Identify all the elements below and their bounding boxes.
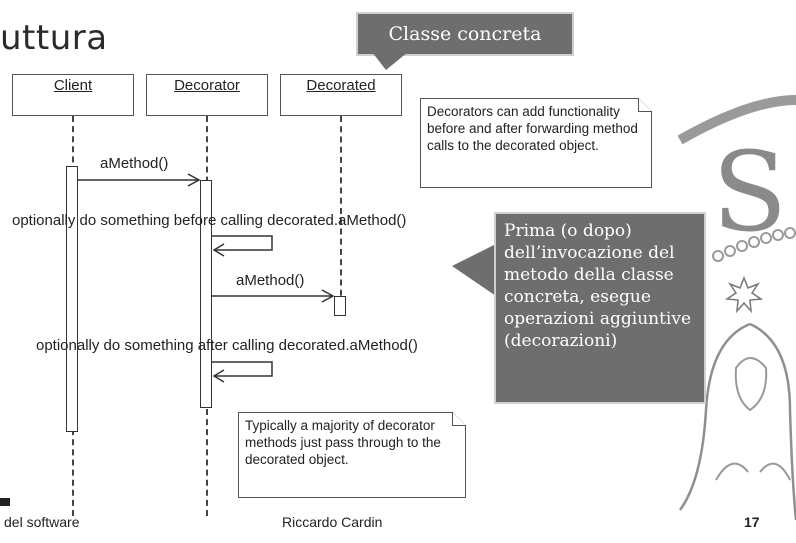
footer-marker xyxy=(0,498,10,506)
message-amethod-decorator: aMethod() xyxy=(100,155,169,172)
lifeline-decorator: Decorator xyxy=(146,74,268,116)
message-amethod-decorated: aMethod() xyxy=(236,272,305,289)
svg-text:S: S xyxy=(712,128,787,256)
university-seal-watermark: S xyxy=(677,95,796,521)
sequence-arrows xyxy=(78,173,335,383)
self-call-after xyxy=(212,361,273,377)
footer-author: Riccardo Cardin xyxy=(282,514,383,530)
arrowhead-self-call-before xyxy=(212,243,225,257)
callout-tail xyxy=(452,244,496,296)
arrowhead-client-to-decorator xyxy=(187,173,201,187)
decorated-activation-bar xyxy=(334,296,346,316)
client-activation-bar xyxy=(66,166,78,432)
note-fold-icon xyxy=(452,412,466,426)
footer-course: del software xyxy=(4,514,80,530)
note-majority-text: Typically a majority of decorator method… xyxy=(245,418,441,467)
note-fold-icon xyxy=(638,98,652,112)
note-decorators: Decorators can add functionality before … xyxy=(420,98,652,188)
message-after: optionally do something after calling de… xyxy=(36,337,418,354)
arrowhead-decorator-to-decorated xyxy=(321,289,335,303)
lifeline-client: Client xyxy=(12,74,134,116)
callout-classe-concreta: Classe concreta xyxy=(356,12,574,56)
decorated-lifeline xyxy=(340,116,342,306)
self-call-before xyxy=(212,235,273,251)
callout-tail xyxy=(372,52,408,70)
decorator-activation-bar xyxy=(200,180,212,408)
lifeline-decorated: Decorated xyxy=(280,74,402,116)
note-decorators-text: Decorators can add functionality before … xyxy=(427,104,638,153)
slide-title: uttura xyxy=(0,18,108,58)
callout-prima-o-dopo: Prima (o dopo) dell’invocazione del meto… xyxy=(494,212,706,404)
note-majority: Typically a majority of decorator method… xyxy=(238,412,466,498)
message-before: optionally do something before calling d… xyxy=(12,212,407,229)
arrowhead-self-call-after xyxy=(212,369,225,383)
footer-page-number: 17 xyxy=(744,514,760,530)
